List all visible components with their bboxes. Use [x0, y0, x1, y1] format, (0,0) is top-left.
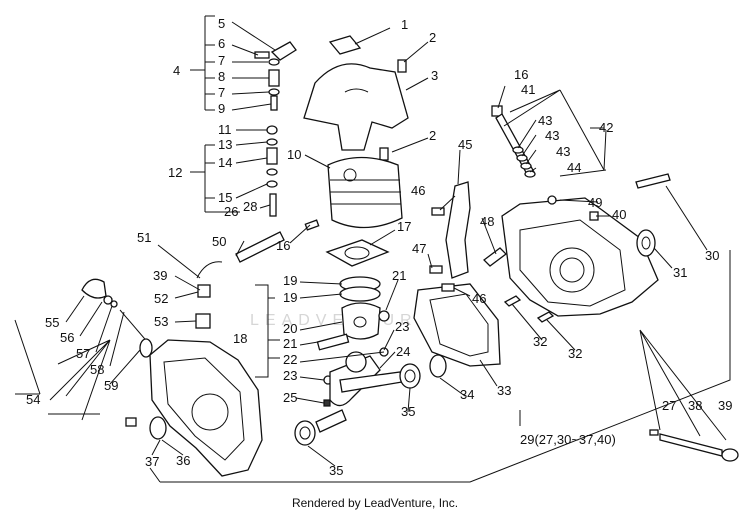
callout-35: 35 — [329, 463, 343, 478]
callout-48: 48 — [480, 214, 494, 229]
callout-34: 34 — [460, 387, 474, 402]
callout-5: 5 — [218, 16, 225, 31]
callout-10: 10 — [287, 147, 301, 162]
callout-42: 42 — [599, 120, 613, 135]
callout-44: 44 — [567, 160, 581, 175]
callout-16: 16 — [276, 238, 290, 253]
callout-49: 49 — [588, 195, 602, 210]
callout-19: 19 — [283, 273, 297, 288]
callout-22: 22 — [283, 352, 297, 367]
callout-54: 54 — [26, 392, 40, 407]
leader-lines — [14, 15, 731, 483]
callout-53: 53 — [154, 314, 168, 329]
callout-12: 12 — [168, 165, 182, 180]
callout-30: 30 — [705, 248, 719, 263]
callout-32: 32 — [533, 334, 547, 349]
callout-27: 27 — [662, 398, 676, 413]
callout-9: 9 — [218, 101, 225, 116]
callout-21: 21 — [392, 268, 406, 283]
callout-57: 57 — [76, 346, 90, 361]
callout-2: 2 — [429, 30, 436, 45]
callout-50: 50 — [212, 234, 226, 249]
callout-46: 46 — [411, 183, 425, 198]
callout-43: 43 — [538, 113, 552, 128]
callout-58: 58 — [90, 362, 104, 377]
callout-1: 1 — [401, 17, 408, 32]
callout-46: 46 — [472, 291, 486, 306]
parts-art — [81, 35, 739, 477]
callout-43: 43 — [545, 128, 559, 143]
callout-6: 6 — [218, 36, 225, 51]
callout-26: 26 — [224, 204, 238, 219]
callout-2: 2 — [429, 128, 436, 143]
callout-19: 19 — [283, 290, 297, 305]
callout-24: 24 — [396, 344, 410, 359]
callout-23: 23 — [395, 319, 409, 334]
callout-17: 17 — [397, 219, 411, 234]
callout-28: 28 — [243, 199, 257, 214]
callout-39: 39 — [153, 268, 167, 283]
callout-7: 7 — [218, 53, 225, 68]
callout-39: 39 — [718, 398, 732, 413]
callout-40: 40 — [612, 207, 626, 222]
callout-29: 29(27,30~37,40) — [520, 432, 616, 447]
callout-15: 15 — [218, 190, 232, 205]
callout-33: 33 — [497, 383, 511, 398]
callout-25: 25 — [283, 390, 297, 405]
callout-51: 51 — [137, 230, 151, 245]
callout-41: 41 — [521, 82, 535, 97]
callout-21: 21 — [283, 336, 297, 351]
footer-credit: Rendered by LeadVenture, Inc. — [291, 496, 459, 510]
callout-8: 8 — [218, 69, 225, 84]
callout-45: 45 — [458, 137, 472, 152]
callout-4: 4 — [173, 63, 180, 78]
callout-31: 31 — [673, 265, 687, 280]
callout-3: 3 — [431, 68, 438, 83]
callout-18: 18 — [233, 331, 247, 346]
callout-20: 20 — [283, 321, 297, 336]
callout-55: 55 — [45, 315, 59, 330]
callout-16: 16 — [514, 67, 528, 82]
callout-11: 11 — [218, 122, 232, 137]
callout-37: 37 — [145, 454, 159, 469]
callout-labels: 1 2 2 3 4 5 6 7 7 8 9 10 11 12 13 14 15 … — [26, 16, 732, 478]
callout-52: 52 — [154, 291, 168, 306]
callout-13: 13 — [218, 137, 232, 152]
callout-23: 23 — [283, 368, 297, 383]
callout-35: 35 — [401, 404, 415, 419]
callout-59: 59 — [104, 378, 118, 393]
callout-43: 43 — [556, 144, 570, 159]
callout-38: 38 — [688, 398, 702, 413]
callout-14: 14 — [218, 155, 232, 170]
callout-36: 36 — [176, 453, 190, 468]
callout-56: 56 — [60, 330, 74, 345]
callout-47: 47 — [412, 241, 426, 256]
callout-7: 7 — [218, 85, 225, 100]
callout-32: 32 — [568, 346, 582, 361]
